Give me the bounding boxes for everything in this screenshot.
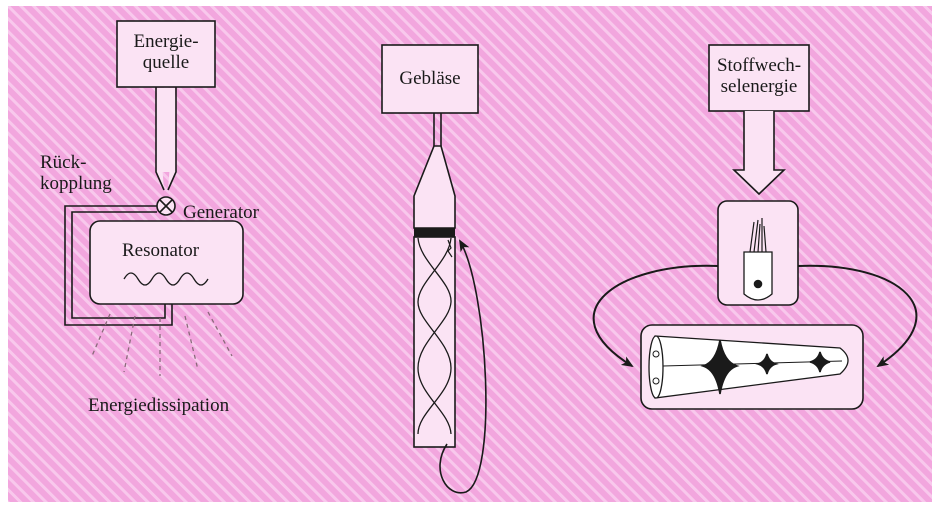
- feedback-loop-inner: [71, 211, 166, 319]
- energy-source-label: Energie- quelle: [117, 31, 215, 73]
- cell-cilia: [749, 218, 767, 253]
- wave-peak-2: [755, 353, 779, 375]
- blower-label: Gebläse: [399, 68, 461, 89]
- metabolic-energy-line2: selenergie: [720, 76, 798, 97]
- energy-source-line1: Energie-: [133, 31, 199, 52]
- energy-source-line2: quelle: [142, 52, 190, 73]
- feedback-loop-outer: [64, 205, 173, 326]
- resonator-wave: [123, 272, 209, 286]
- dissipation-rays: [91, 311, 233, 376]
- metabolic-energy-box: [708, 44, 810, 112]
- pipe-feedback-loop: [439, 239, 487, 494]
- feedback-line1: Rück-: [40, 152, 87, 173]
- panel-biological: [592, 44, 918, 410]
- blower-box: [381, 44, 479, 114]
- cell-body: [743, 251, 773, 301]
- standing-wave-b: [417, 237, 452, 435]
- generator-label: Generator: [183, 202, 259, 223]
- bio-loop-right: [797, 264, 918, 368]
- blower-stem: [433, 113, 442, 146]
- energy-source-box: [116, 20, 216, 88]
- feedback-line2: kopplung: [40, 173, 112, 194]
- metabolic-energy-label: Stoffwech- selenergie: [709, 55, 809, 97]
- wave-peak-1: [700, 339, 740, 395]
- feedback-label: Rück- kopplung: [40, 152, 112, 194]
- dissipation-label: Energiedissipation: [88, 395, 230, 416]
- pipe-tube: [413, 236, 456, 448]
- wave-peak-3: [809, 351, 831, 373]
- panel-organ-pipe: [381, 44, 487, 494]
- resonator-box: [89, 220, 244, 305]
- bio-loop-left: [592, 264, 719, 368]
- panel-oscillator: [64, 20, 244, 326]
- metabolic-energy-line1: Stoffwech-: [716, 55, 802, 76]
- resonator-label: Resonator: [122, 240, 200, 261]
- pipe-labium: [414, 228, 455, 237]
- cell-nucleus: [753, 279, 763, 289]
- energy-shaft: [732, 111, 786, 196]
